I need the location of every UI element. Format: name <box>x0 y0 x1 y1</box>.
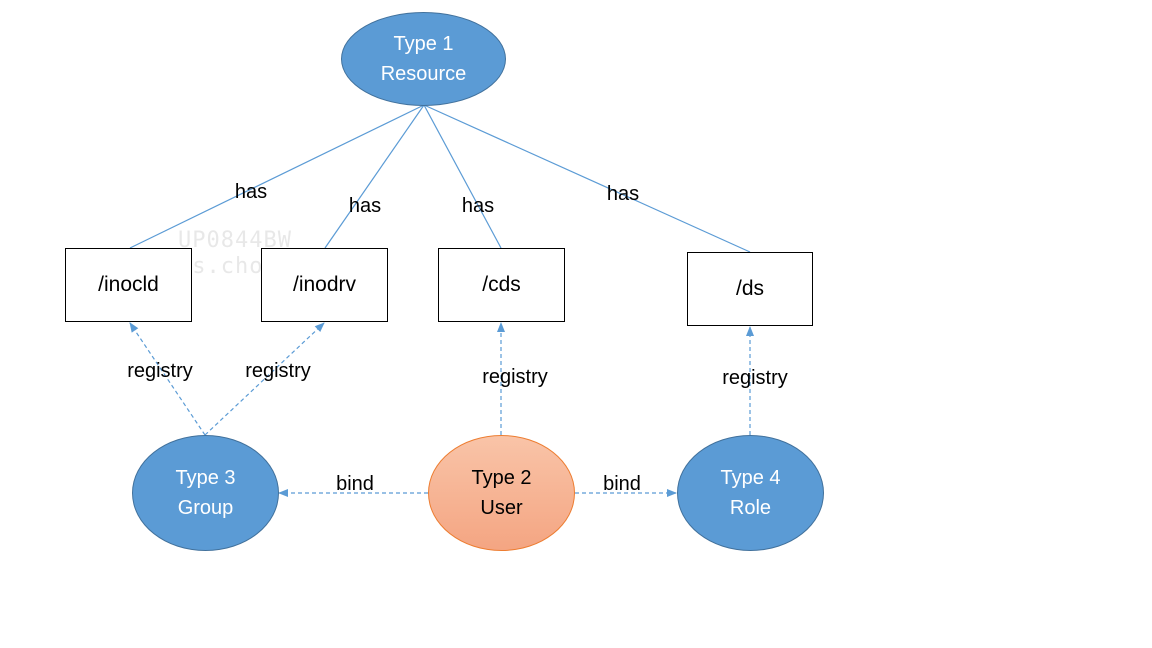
label-has-cds: has <box>461 195 495 217</box>
node-group-type: Type 3 <box>175 467 236 489</box>
node-role-label: Role <box>729 497 772 519</box>
label-registry-inodrv: registry <box>245 360 311 382</box>
label-bind-group: bind <box>336 473 374 495</box>
node-user-type: Type 2 <box>471 467 532 489</box>
label-has-inodrv: has <box>348 195 382 217</box>
label-has-ds: has <box>606 183 640 205</box>
edge-registry-inodrv <box>204 322 325 436</box>
label-registry-ds: registry <box>722 367 788 389</box>
label-registry-cds: registry <box>482 366 548 388</box>
node-resource-type: Type 1 <box>393 33 454 55</box>
box-ds: /ds <box>687 252 813 326</box>
watermark-line2: ds.chou <box>178 254 278 279</box>
label-registry-inocld: registry <box>127 360 193 382</box>
node-group-label: Group <box>177 497 234 519</box>
edge-has-inocld <box>129 104 425 249</box>
edge-has-ds <box>423 104 751 253</box>
label-has-inocld: has <box>234 181 268 203</box>
box-inodrv: /inodrv <box>261 248 388 322</box>
edge-has-cds <box>423 104 502 249</box>
edge-has-inodrv <box>324 104 425 249</box>
box-inocld: /inocld <box>65 248 192 322</box>
edge-registry-inocld <box>129 322 206 436</box>
node-group: Type 3 Group <box>132 435 279 551</box>
node-user: Type 2 User <box>428 435 575 551</box>
label-bind-role: bind <box>603 473 641 495</box>
node-role: Type 4 Role <box>677 435 824 551</box>
node-user-label: User <box>480 497 523 519</box>
node-resource-label: Resource <box>380 63 467 85</box>
box-cds: /cds <box>438 248 565 322</box>
node-resource: Type 1 Resource <box>341 12 506 106</box>
node-role-type: Type 4 <box>720 467 781 489</box>
